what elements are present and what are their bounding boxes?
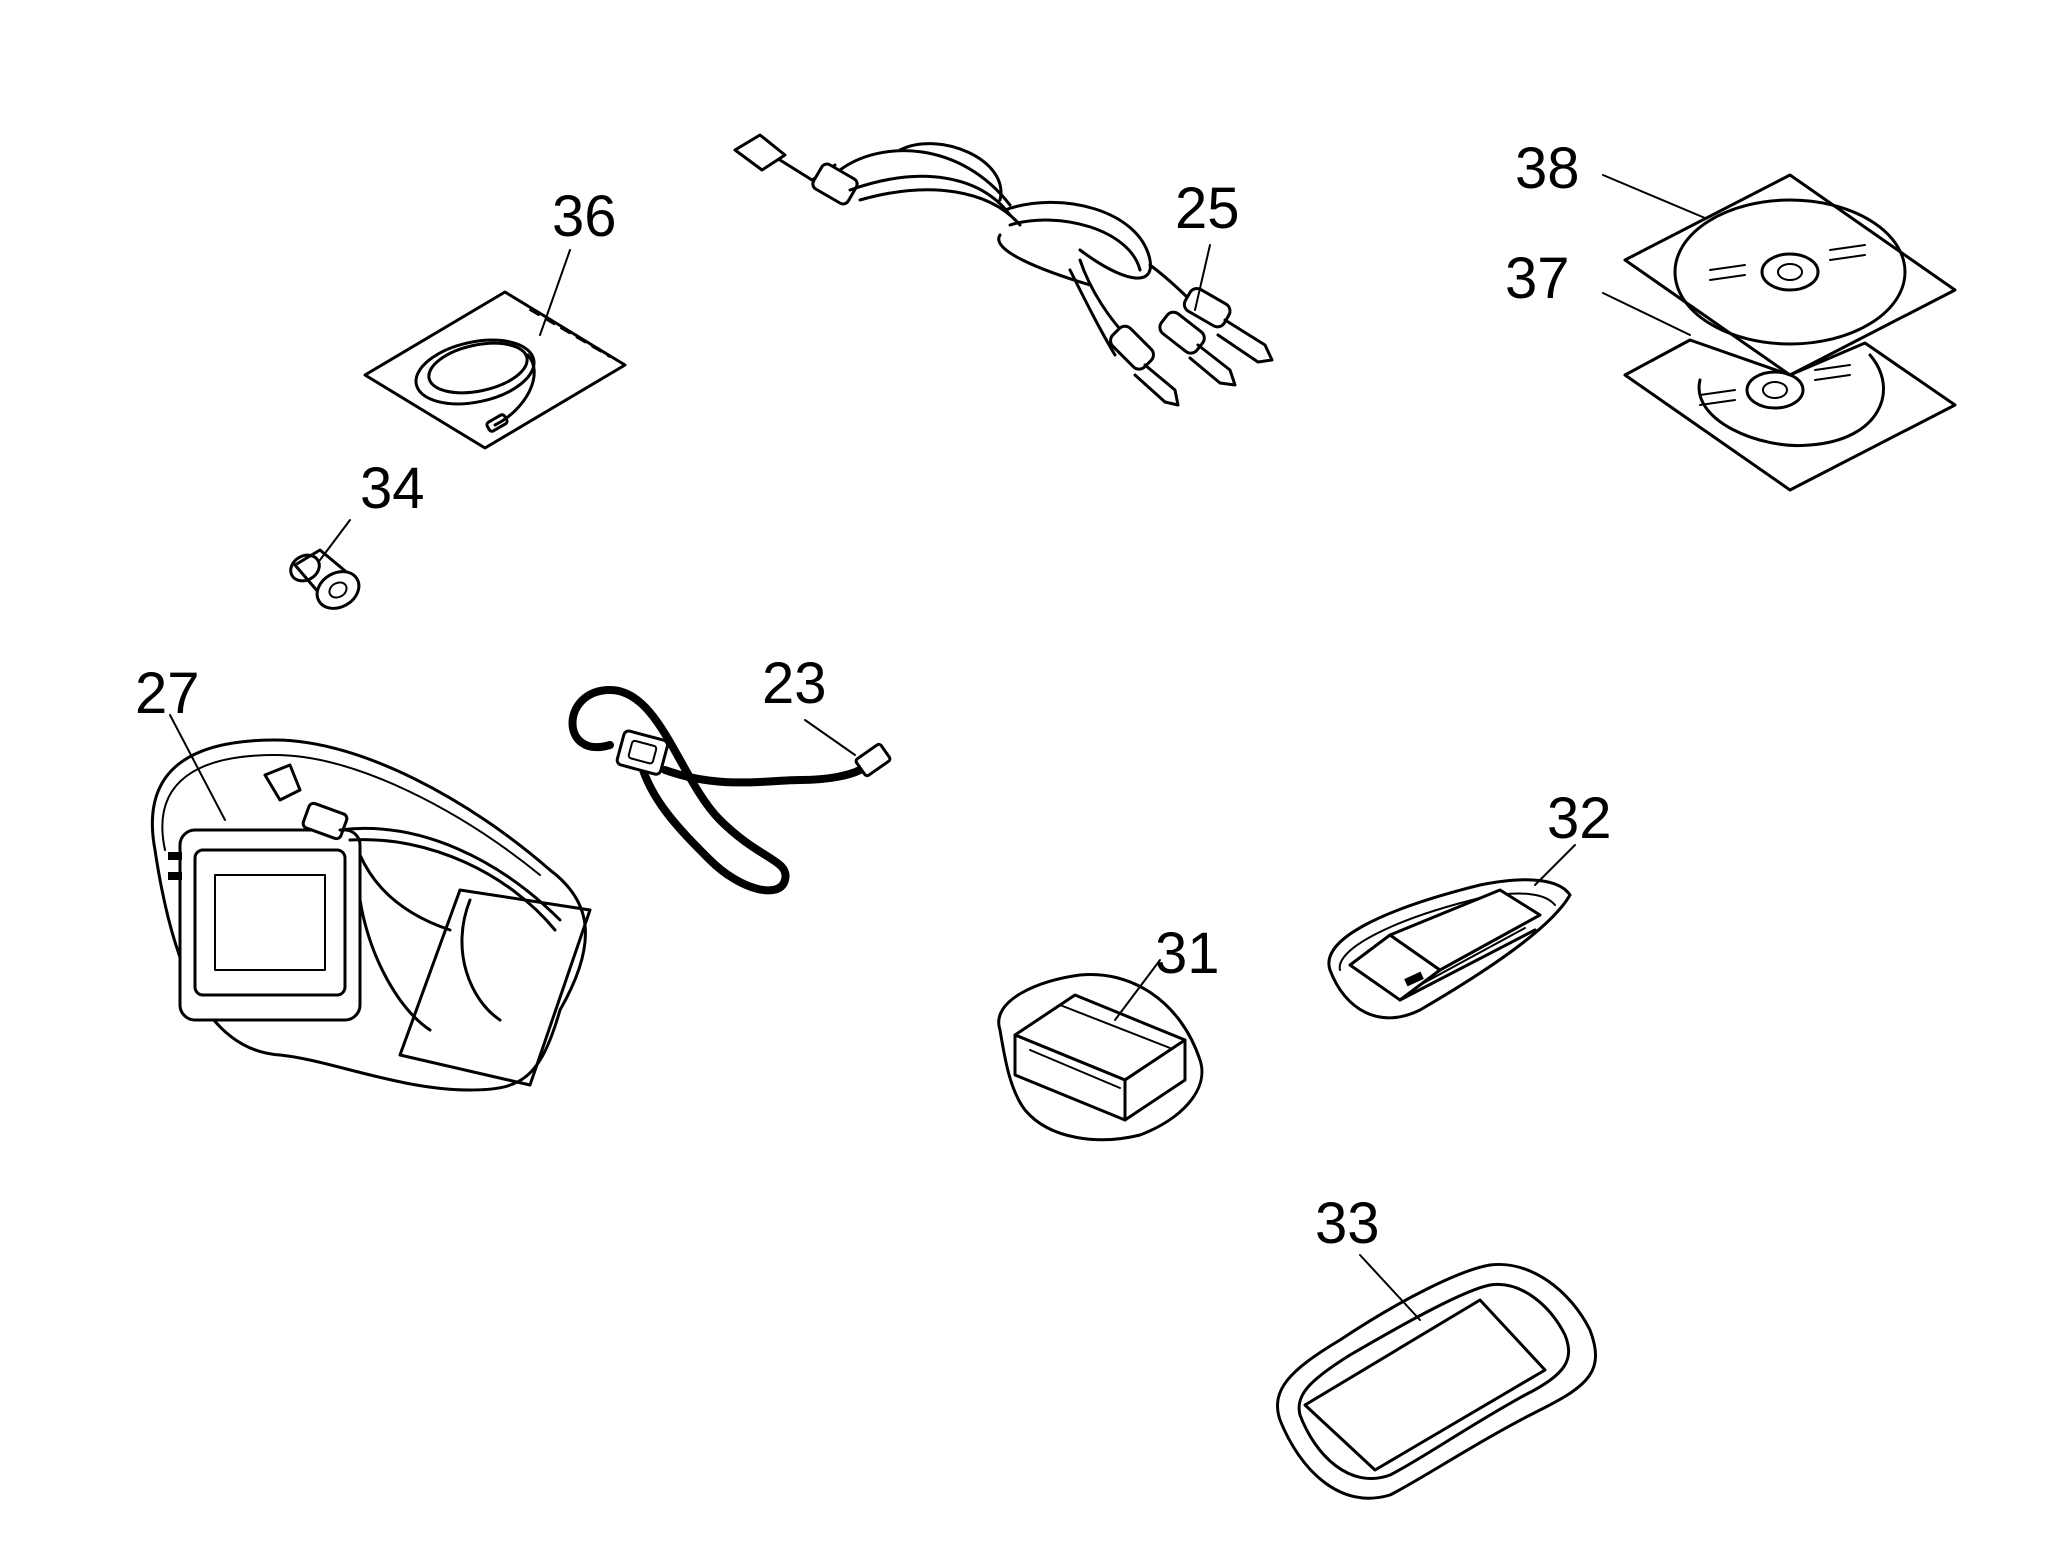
part-37-cd-sleeve	[1602, 292, 1957, 492]
part-36-strap-in-bag	[363, 249, 627, 450]
label-31: 31	[1155, 921, 1220, 986]
part-38-cd-sleeve	[1602, 173, 1957, 377]
label-36: 36	[552, 184, 617, 249]
label-27: 27	[135, 661, 200, 726]
part-34-ferrite-core	[289, 519, 361, 610]
part-23-usb-cable	[568, 685, 892, 895]
label-23: 23	[762, 651, 827, 716]
part-32-card-reader-bag	[1327, 844, 1576, 1020]
part-27-ac-adapter-bag	[150, 714, 592, 1092]
label-38: 38	[1515, 136, 1580, 201]
label-25: 25	[1175, 176, 1240, 241]
label-37: 37	[1505, 246, 1570, 311]
label-34: 34	[360, 456, 425, 521]
part-31-battery-bag	[997, 959, 1204, 1142]
part-33-card-bag	[1276, 1254, 1597, 1500]
label-32: 32	[1547, 786, 1612, 851]
part-25-av-cable	[733, 133, 1274, 407]
label-33: 33	[1315, 1191, 1380, 1256]
